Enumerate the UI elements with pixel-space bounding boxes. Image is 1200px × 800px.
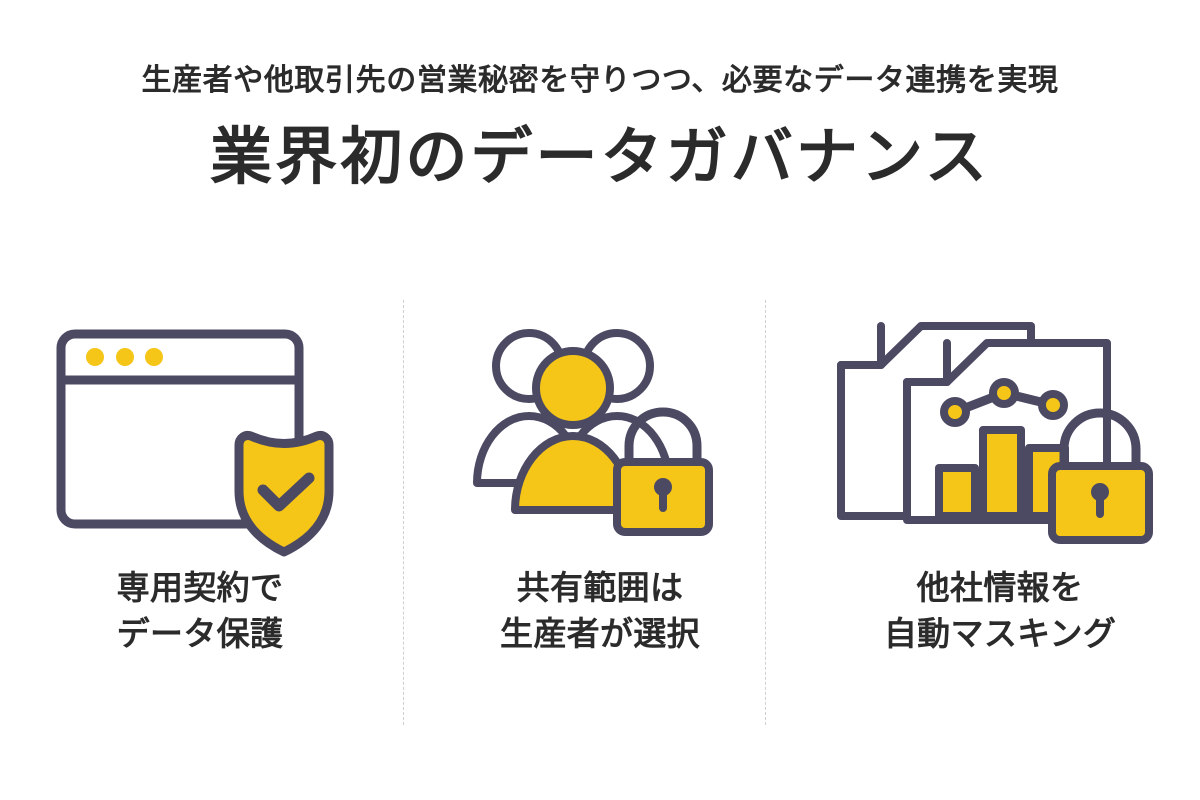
people-group-lock-icon (465, 300, 735, 565)
caption-line-1: 専用契約で (116, 569, 284, 606)
feature-column-auto-masking: 他社情報を 自動マスキング (800, 300, 1200, 725)
shield-check-icon (234, 430, 334, 556)
window-dots (86, 347, 163, 366)
header: 生産者や他取引先の営業秘密を守りつつ、必要なデータ連携を実現 業界初のデータガバ… (0, 0, 1200, 193)
browser-window-shield-icon (55, 300, 345, 565)
documents-chart-lock-icon (835, 300, 1165, 565)
column-divider-1 (403, 300, 404, 725)
column-divider-2 (765, 300, 766, 725)
feature-caption: 他社情報を 自動マスキング (884, 565, 1116, 656)
caption-line-2: 生産者が選択 (500, 614, 700, 652)
caption-line-2: データ保護 (116, 614, 284, 652)
feature-caption: 専用契約で データ保護 (117, 565, 284, 656)
line-graph (940, 378, 1068, 427)
feature-caption: 共有範囲は 生産者が選択 (500, 565, 700, 656)
caption-line-2: 自動マスキング (883, 614, 1117, 652)
feature-column-sharing-scope-selection: 共有範囲は 生産者が選択 (400, 300, 800, 725)
lock-icon (613, 407, 713, 536)
caption-line-1: 共有範囲は (516, 569, 684, 606)
lock-icon (1048, 408, 1153, 544)
caption-line-1: 他社情報を (916, 569, 1084, 606)
page-title: 業界初のデータガバナンス (210, 122, 990, 192)
feature-columns: 専用契約で データ保護 (0, 300, 1200, 725)
subtitle: 生産者や他取引先の営業秘密を守りつつ、必要なデータ連携を実現 (141, 64, 1059, 97)
feature-column-contract-data-protection: 専用契約で データ保護 (0, 300, 400, 725)
